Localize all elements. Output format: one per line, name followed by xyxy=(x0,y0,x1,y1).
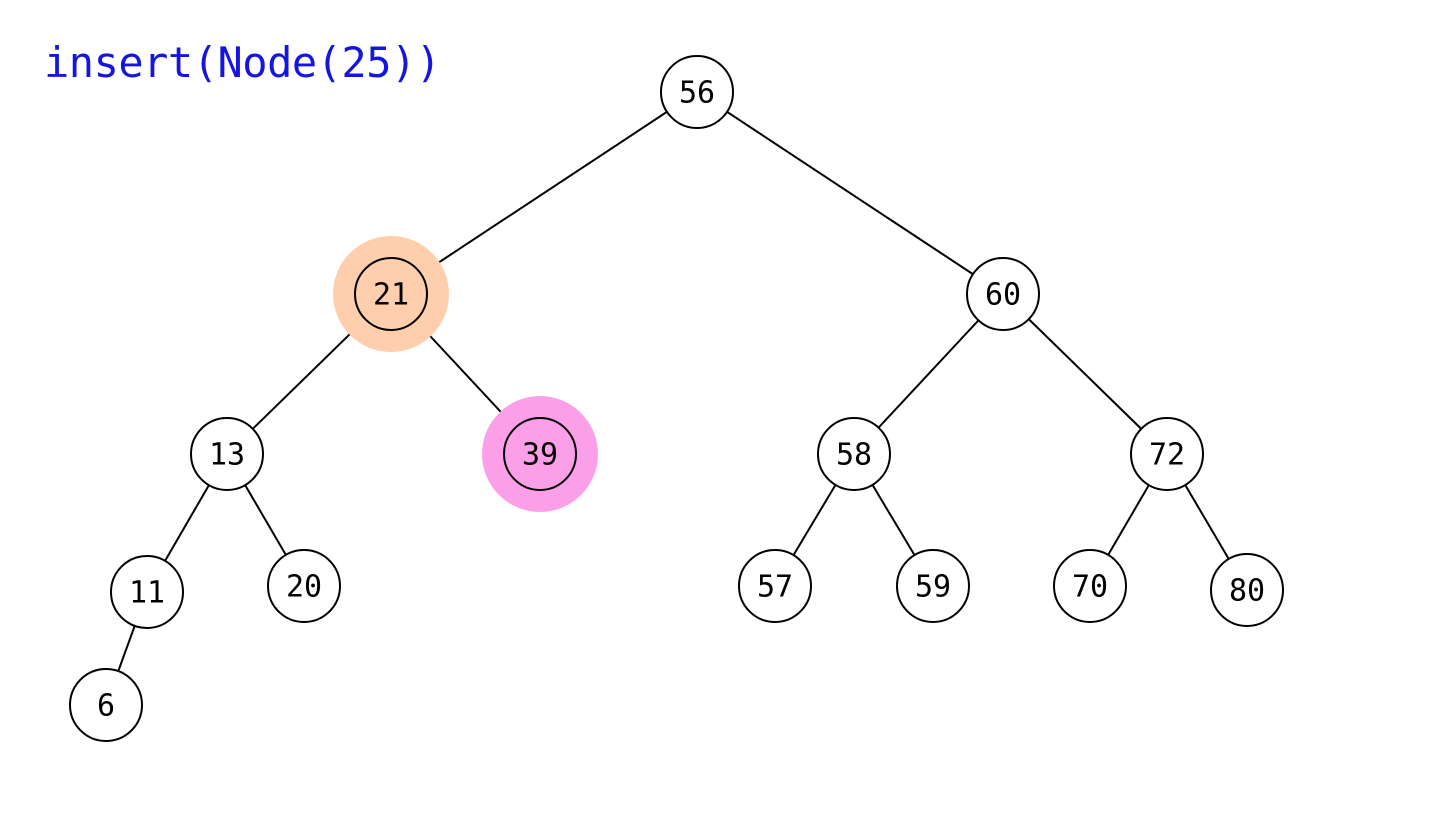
node-circle xyxy=(896,549,970,623)
operation-title: insert(Node(25)) xyxy=(44,38,441,87)
node-circle xyxy=(660,55,734,129)
tree-node-13: 13 xyxy=(190,417,264,491)
edge-n56-n60 xyxy=(696,91,1004,295)
node-circle xyxy=(1210,553,1284,627)
node-label: 39 xyxy=(522,438,558,473)
tree-node-21: 21 xyxy=(354,257,428,331)
tree-node-11: 11 xyxy=(110,555,184,629)
node-label: 70 xyxy=(1072,570,1108,605)
node-circle xyxy=(354,257,428,331)
node-label: 57 xyxy=(757,570,793,605)
tree-node-20: 20 xyxy=(267,549,341,623)
node-label: 60 xyxy=(985,278,1021,313)
tree-node-6: 6 xyxy=(69,668,143,742)
node-circle xyxy=(190,417,264,491)
node-circle xyxy=(738,549,812,623)
node-label: 20 xyxy=(286,570,322,605)
edge-n56-n21 xyxy=(390,91,698,295)
node-circle xyxy=(966,257,1040,331)
node-circle xyxy=(110,555,184,629)
tree-node-57: 57 xyxy=(738,549,812,623)
tree-node-70: 70 xyxy=(1053,549,1127,623)
edge-n60-n72 xyxy=(1002,293,1168,455)
tree-node-56: 56 xyxy=(660,55,734,129)
tree-node-39: 39 xyxy=(503,417,577,491)
tree-node-59: 59 xyxy=(896,549,970,623)
nodes-layer: 56 21 60 13 39 58 72 11 20 57 59 70 80 6 xyxy=(69,55,1284,742)
node-label: 11 xyxy=(129,576,165,611)
node-label: 59 xyxy=(915,570,951,605)
node-label: 72 xyxy=(1149,438,1185,473)
node-label: 6 xyxy=(97,689,115,724)
node-label: 13 xyxy=(209,438,245,473)
node-circle xyxy=(267,549,341,623)
node-circle xyxy=(69,668,143,742)
tree-node-72: 72 xyxy=(1130,417,1204,491)
node-label: 58 xyxy=(836,438,872,473)
node-circle xyxy=(503,417,577,491)
node-circle xyxy=(1053,549,1127,623)
tree-node-80: 80 xyxy=(1210,553,1284,627)
tree-node-58: 58 xyxy=(817,417,891,491)
tree-node-60: 60 xyxy=(966,257,1040,331)
node-label: 80 xyxy=(1229,574,1265,609)
node-label: 56 xyxy=(679,76,715,111)
node-circle xyxy=(1130,417,1204,491)
node-label: 21 xyxy=(373,278,409,313)
node-circle xyxy=(817,417,891,491)
